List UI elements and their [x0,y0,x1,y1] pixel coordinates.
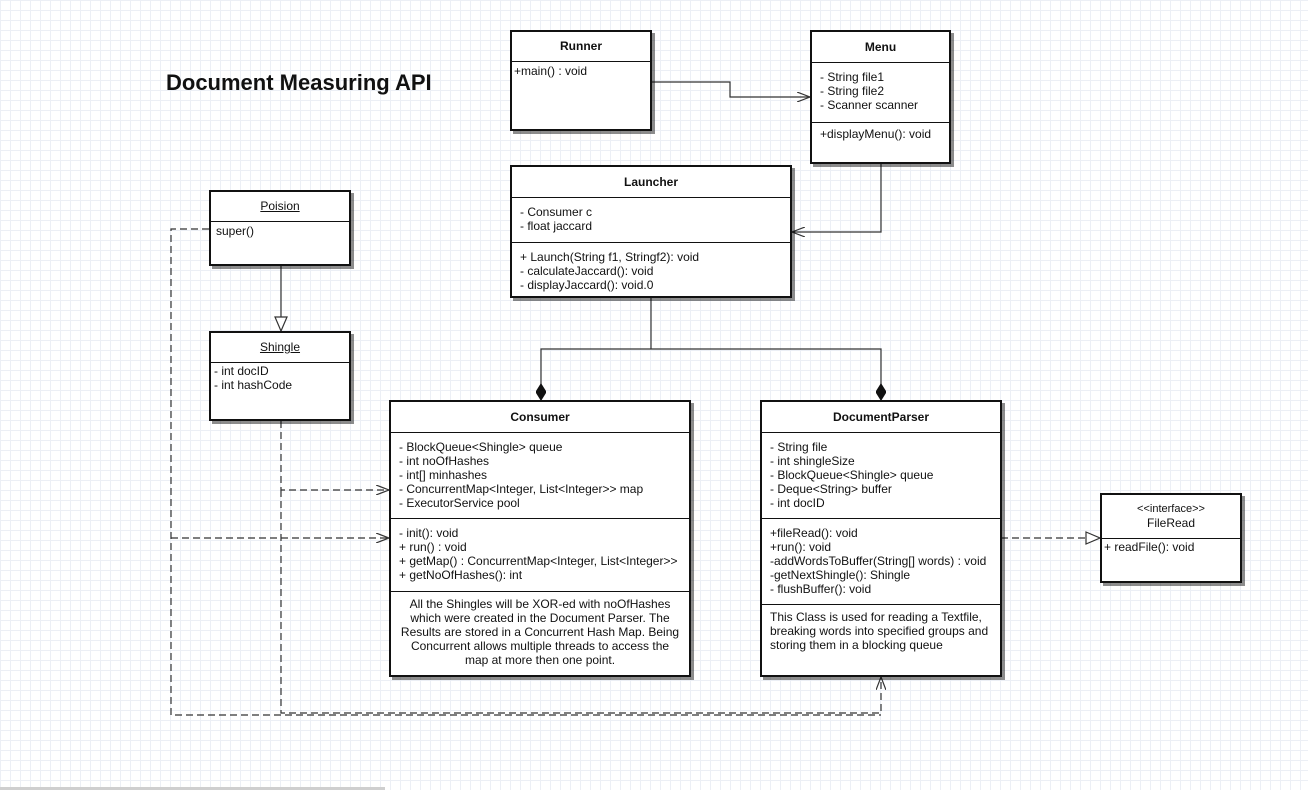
method-row: -getNextShingle(): Shingle [770,568,911,582]
method-row: + Launch(String f1, Stringf2): void [520,250,700,264]
attribute-row: - Scanner scanner [820,98,919,112]
method-row: + getMap() : ConcurrentMap<Integer, List… [399,554,678,568]
methods-section: - init(): void + run() : void + getMap()… [391,519,689,592]
methods-section: + readFile(): void [1102,539,1240,555]
menu-to-launcher-association [792,164,882,232]
methods-section: +fileRead(): void +run(): void -addWords… [762,519,1000,605]
attributes-section: - Consumer c - float jaccard [512,198,790,243]
class-name: Consumer [391,402,689,433]
interface-stereotype: <<interface>> [1137,503,1205,515]
attribute-row: - String file1 [820,70,885,84]
attribute-row: - int docID [214,364,269,378]
class-consumer[interactable]: Consumer - BlockQueue<Shingle> queue - i… [389,400,691,677]
attribute-row: - BlockQueue<Shingle> queue [770,468,934,482]
method-row: - displayJaccard(): void.0 [520,278,654,292]
method-row: +fileRead(): void [770,526,858,540]
attribute-row: - ExecutorService pool [399,496,520,510]
class-document-parser[interactable]: DocumentParser - String file - int shing… [760,400,1002,677]
attribute-row: - int docID [770,496,825,510]
poision-dependency-line [170,228,881,716]
class-name: Launcher [512,167,790,198]
method-row: +main() : void [514,64,588,78]
method-row: + readFile(): void [1104,540,1195,554]
class-name: FileRead [1146,516,1196,530]
class-name: Poision [260,199,300,213]
method-row: - flushBuffer(): void [770,582,872,596]
diagram-title: Document Measuring API [166,70,432,95]
methods-section: +main() : void [512,62,650,80]
horizontal-scrollbar[interactable] [0,787,385,790]
class-name: Runner [512,32,650,62]
attribute-row: - ConcurrentMap<Integer, List<Integer>> … [399,482,644,496]
attribute-row: - Deque<String> buffer [770,482,892,496]
class-runner[interactable]: Runner +main() : void [510,30,652,131]
class-poision[interactable]: Poision super() [209,190,351,266]
interface-file-read[interactable]: <<interface>> FileRead + readFile(): voi… [1100,493,1242,583]
methods-section: +displayMenu(): void [812,123,949,145]
method-row: +displayMenu(): void [820,127,932,141]
attributes-section: - BlockQueue<Shingle> queue - int noOfHa… [391,433,689,519]
attribute-row: - int noOfHashes [399,454,490,468]
attribute-row: - float jaccard [520,219,593,233]
attributes-section: - int docID - int hashCode [211,363,349,393]
methods-section: super() [211,222,349,240]
method-row: - calculateJaccard(): void [520,264,654,278]
method-row: super() [216,224,255,238]
class-menu[interactable]: Menu - String file1 - String file2 - Sca… [810,30,951,164]
class-shingle[interactable]: Shingle - int docID - int hashCode [209,331,351,421]
method-row: + getNoOfHashes(): int [399,568,523,582]
class-note: All the Shingles will be XOR-ed with noO… [400,597,680,667]
class-name: Shingle [259,340,301,354]
attribute-row: - BlockQueue<Shingle> queue [399,440,563,454]
attribute-row: - String file2 [820,84,885,98]
shingle-to-consumer-dependency [280,421,389,490]
attribute-row: - String file [770,440,828,454]
shingle-to-documentparser-dependency [280,490,881,714]
method-row: + run() : void [399,540,467,554]
class-name: DocumentParser [762,402,1000,433]
attributes-section: - String file1 - String file2 - Scanner … [812,63,949,123]
method-row: -addWordsToBuffer(String[] words) : void [770,554,987,568]
class-name: Menu [812,32,949,63]
attribute-row: - int shingleSize [770,454,855,468]
method-row: - init(): void [399,526,459,540]
attribute-row: - Consumer c [520,205,593,219]
attributes-section: - String file - int shingleSize - BlockQ… [762,433,1000,519]
launcher-consumer-composition [541,348,651,400]
method-row: +run(): void [770,540,832,554]
class-launcher[interactable]: Launcher - Consumer c - float jaccard + … [510,165,792,298]
class-note: This Class is used for reading a Textfil… [770,610,989,652]
methods-section: + Launch(String f1, Stringf2): void - ca… [512,243,790,299]
launcher-documentparser-composition [651,348,881,400]
attribute-row: - int[] minhashes [399,468,488,482]
runner-to-menu-association [652,81,810,97]
attribute-row: - int hashCode [214,378,293,392]
